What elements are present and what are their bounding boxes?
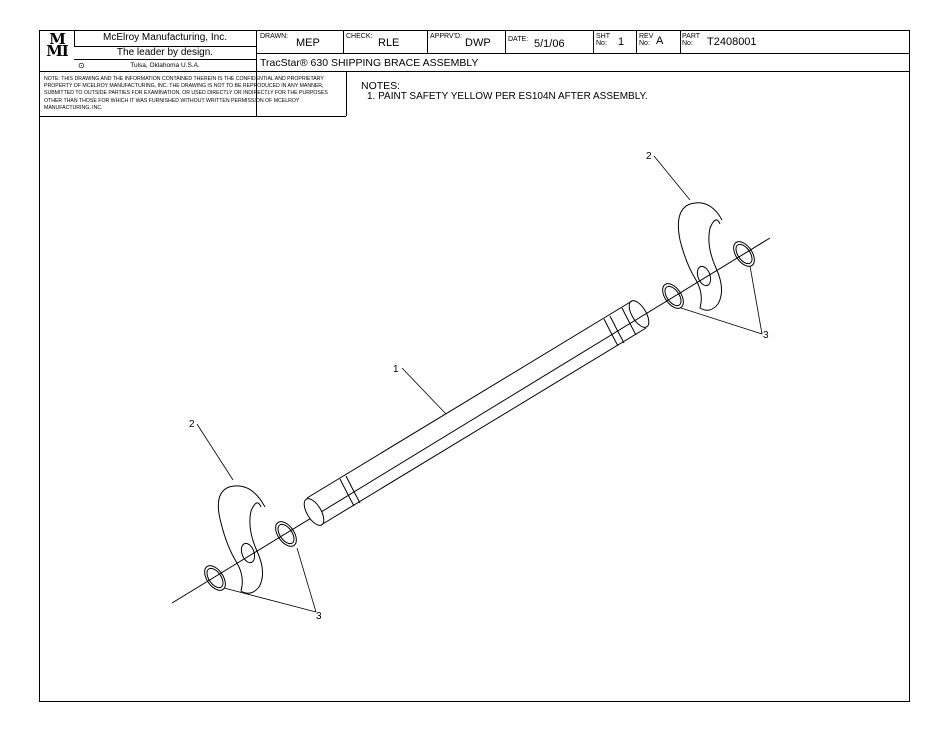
divider: [636, 31, 637, 53]
registered-mark-icon: ⊙: [78, 61, 85, 70]
callout-hook-bottom: 2: [189, 419, 195, 430]
apprvd-label: APPRV'D:: [430, 33, 462, 40]
divider: [505, 31, 506, 53]
date-value: 5/1/06: [534, 38, 565, 50]
rev-label-2: No:: [639, 40, 650, 47]
divider: [343, 31, 344, 53]
sheet-label-1: SHT: [596, 33, 610, 40]
divider: [680, 31, 681, 53]
shaft-groove: [603, 318, 619, 347]
divider: [74, 59, 256, 60]
part-value: T2408001: [707, 36, 757, 48]
callout-hook-top: 2: [646, 151, 652, 162]
divider: [40, 71, 910, 72]
logo-line-2: MI: [46, 42, 69, 60]
hook-bottom: [217, 485, 266, 594]
hook-top: [677, 202, 723, 311]
sheet-value: 1: [618, 36, 625, 48]
company-tagline: The leader by design.: [116, 47, 214, 58]
callout-ring-bottom: 3: [316, 611, 322, 622]
check-value: RLE: [378, 37, 400, 49]
divider: [74, 31, 75, 46]
leader-lines: [196, 155, 763, 613]
ring-bottom-outer: [204, 565, 226, 591]
date-label: DATE:: [508, 36, 529, 43]
confidentiality-notice: NOTE: THIS DRAWING AND THE INFORMATION C…: [44, 76, 328, 111]
mmi-logo: M MI: [42, 30, 72, 60]
drawing-sheet: M MI McElroy Manufacturing, Inc. The lea…: [39, 30, 910, 702]
notes-heading: NOTES:: [361, 80, 401, 92]
divider: [256, 31, 257, 116]
sheet-label-2: No:: [596, 40, 607, 47]
shaft: [303, 300, 650, 526]
shaft-groove: [609, 315, 625, 344]
divider: [346, 71, 347, 116]
note-item-1: 1. PAINT SAFETY YELLOW PER ES104N AFTER …: [367, 91, 648, 102]
retaining-rings: [204, 241, 755, 591]
drawing-title: TracStar® 630 SHIPPING BRACE ASSEMBLY: [260, 57, 479, 69]
callout-shaft: 1: [393, 364, 399, 375]
ring-bottom-inner-inner: [277, 523, 295, 545]
divider: [74, 46, 256, 47]
rev-value: A: [656, 35, 664, 47]
rev-label-1: REV: [639, 33, 654, 40]
drawn-label: DRAWN:: [260, 33, 289, 40]
shaft-groove: [345, 475, 361, 504]
company-location: Tulsa, Oklahoma U.S.A.: [130, 62, 200, 69]
check-label: CHECK:: [346, 33, 373, 40]
part-label-1: PART: [682, 33, 701, 40]
center-axis: [171, 237, 771, 604]
shaft-groove: [621, 307, 637, 336]
drawn-value: MEP: [296, 37, 320, 49]
ring-bottom-inner: [275, 521, 297, 547]
divider: [593, 31, 594, 53]
callout-ring-top: 3: [763, 330, 769, 341]
ring-top-inner: [662, 283, 684, 309]
divider: [40, 116, 346, 117]
ring-top-inner-inner: [664, 285, 682, 307]
shaft-groove: [339, 478, 355, 507]
ring-top-outer: [733, 241, 755, 267]
part-label-2: No:: [682, 40, 693, 47]
apprvd-value: DWP: [465, 37, 491, 49]
divider: [427, 31, 428, 53]
logo-line-1: M: [49, 30, 66, 48]
ring-top-outer-inner: [735, 243, 753, 265]
divider: [256, 53, 910, 54]
ring-bottom-outer-inner: [206, 567, 224, 589]
company-name: McElroy Manufacturing, Inc.: [103, 32, 227, 43]
